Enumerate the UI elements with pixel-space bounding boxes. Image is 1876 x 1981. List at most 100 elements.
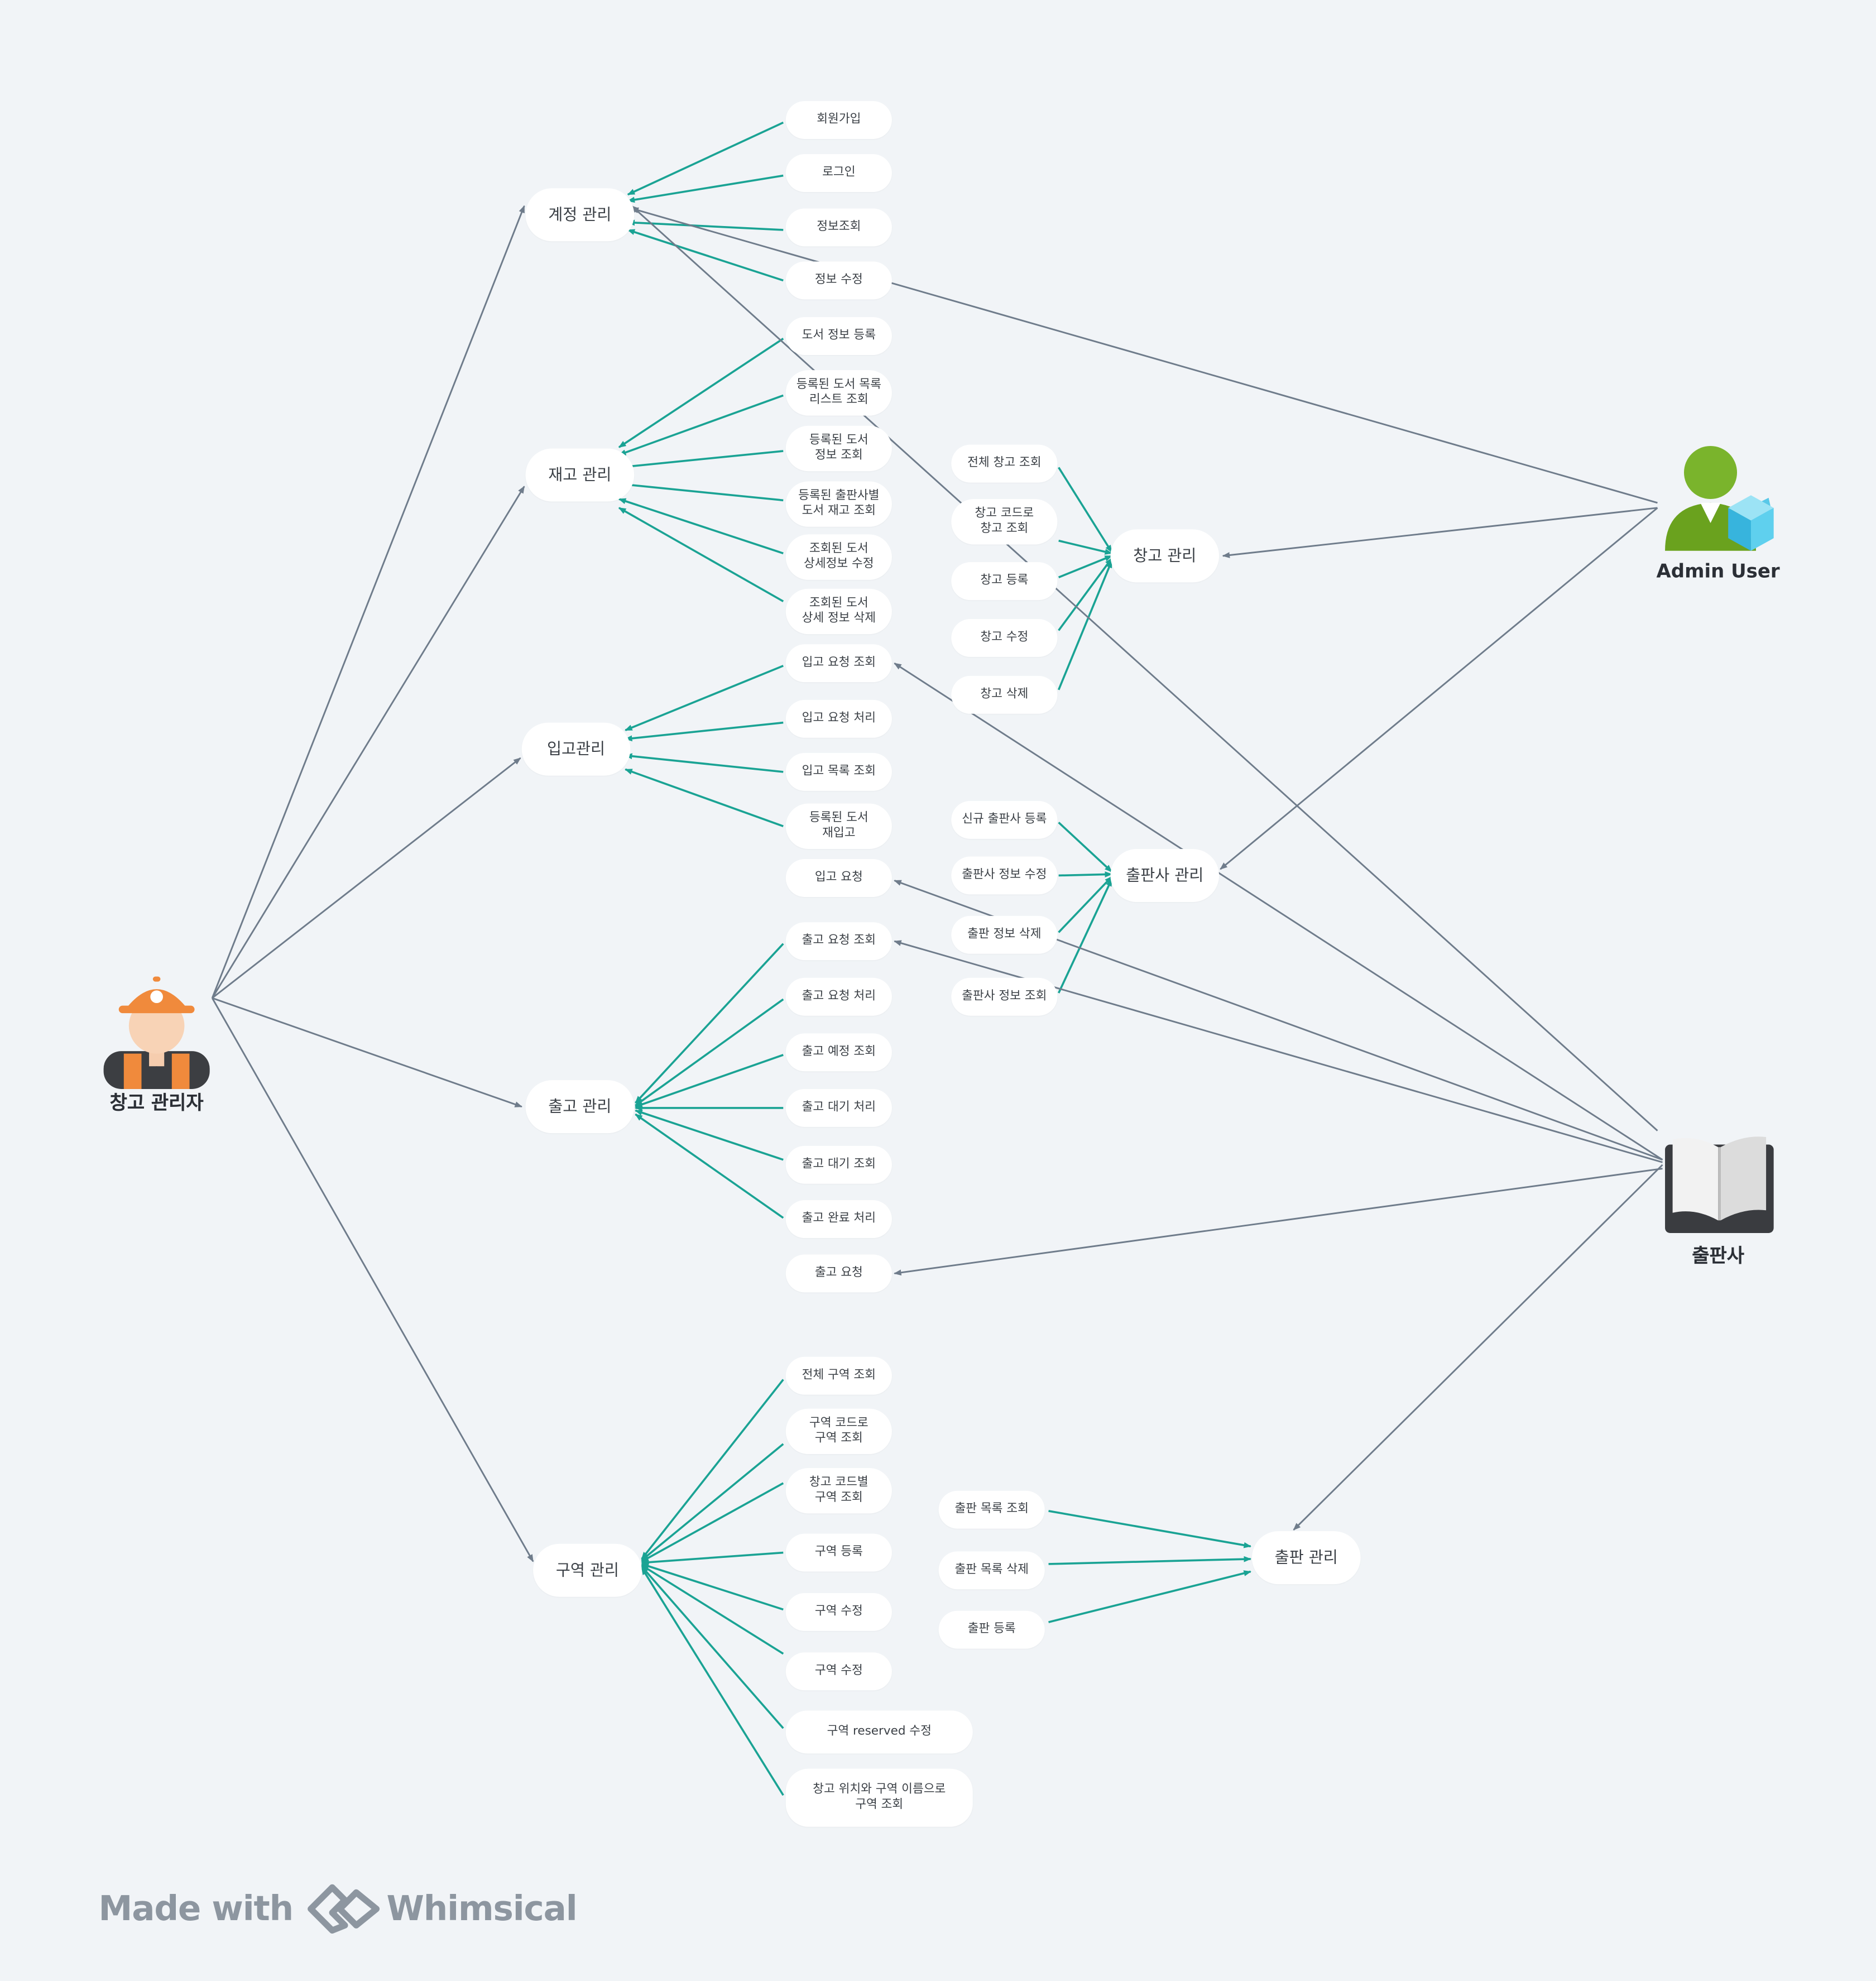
edge-warehouse-2	[1058, 539, 1113, 555]
warehouse-worker-icon	[103, 976, 210, 1089]
edge-inventory-3	[618, 450, 784, 470]
outbound-request[interactable]: 출고 요청	[785, 1254, 892, 1293]
inventory-item-1[interactable]: 도서 정보 등록	[785, 317, 892, 355]
group-inbound[interactable]: 입고관리	[521, 722, 631, 776]
edge-zone-8	[641, 1567, 784, 1796]
edge-admin-account	[631, 207, 1658, 504]
outbound-item-4[interactable]: 출고 대기 처리	[785, 1088, 892, 1127]
group-warehouse[interactable]: 창고 관리	[1110, 529, 1220, 583]
admin-user-icon	[1665, 445, 1774, 551]
edge-publishing-2	[1048, 1556, 1252, 1565]
edge-warehouse-1	[1058, 467, 1113, 553]
actor-publisher: 출판사	[1692, 1244, 1744, 1268]
edge-manager-account	[211, 205, 525, 999]
account-item-3[interactable]: 정보조회	[785, 208, 892, 247]
inventory-item-3[interactable]: 등록된 도서 정보 조회	[785, 425, 892, 472]
publisher-item-4[interactable]: 출판사 정보 조회	[951, 977, 1058, 1016]
edge-publisher-4	[1058, 879, 1113, 994]
group-account[interactable]: 계정 관리	[525, 188, 635, 242]
edge-manager-zone	[211, 997, 534, 1562]
edge-inventory-1	[618, 338, 784, 448]
outbound-item-2[interactable]: 출고 요청 처리	[785, 977, 892, 1016]
edge-inbound-1	[625, 665, 784, 731]
edge-outbound-3	[635, 1054, 784, 1108]
inventory-item-5[interactable]: 조회된 도서 상세정보 수정	[785, 534, 892, 580]
edge-manager-inbound	[212, 757, 521, 999]
outbound-item-6[interactable]: 출고 완료 처리	[785, 1200, 892, 1239]
publishing-item-3[interactable]: 출판 등록	[938, 1610, 1045, 1649]
edge-zone-7	[641, 1566, 784, 1729]
edge-publisher-inbound-query	[894, 662, 1663, 1160]
edge-admin-publisher	[1220, 507, 1658, 870]
zone-item-2[interactable]: 구역 코드로 구역 조회	[785, 1408, 892, 1455]
edge-inventory-5	[618, 498, 784, 555]
zone-item-7[interactable]: 구역 reserved 수정	[785, 1710, 973, 1754]
whimsical-brand-text: Whimsical	[386, 1889, 577, 1929]
account-item-2[interactable]: 로그인	[785, 154, 892, 193]
edge-outbound-6	[635, 1113, 784, 1219]
edge-zone-6	[641, 1564, 784, 1655]
zone-item-3[interactable]: 창고 코드별 구역 조회	[785, 1467, 892, 1514]
zone-item-5[interactable]: 구역 수정	[785, 1593, 892, 1631]
edge-inventory-2	[618, 394, 784, 456]
inbound-item-4[interactable]: 등록된 도서 재입고	[785, 803, 892, 849]
edge-publisher-account	[631, 205, 1658, 1131]
whimsical-logo-icon	[308, 1884, 380, 1934]
publisher-item-1[interactable]: 신규 출판사 등록	[951, 800, 1058, 839]
outbound-item-1[interactable]: 출고 요청 조회	[785, 922, 892, 961]
zone-item-4[interactable]: 구역 등록	[785, 1533, 892, 1572]
edge-inbound-4	[625, 768, 784, 827]
edge-account-4	[627, 229, 784, 282]
edge-outbound-1	[635, 943, 784, 1104]
edge-manager-inventory	[211, 486, 525, 999]
edge-publishing-1	[1048, 1510, 1252, 1548]
outbound-item-5[interactable]: 출고 대기 조회	[785, 1145, 892, 1184]
account-item-4[interactable]: 정보 수정	[785, 261, 892, 300]
publisher-item-2[interactable]: 출판사 정보 수정	[951, 856, 1058, 895]
open-book-icon	[1665, 1136, 1774, 1233]
edge-inbound-3	[624, 753, 784, 773]
edge-warehouse-5	[1057, 560, 1113, 690]
warehouse-item-2[interactable]: 창고 코드로 창고 조회	[951, 499, 1058, 545]
edge-warehouse-4	[1058, 558, 1113, 631]
edge-publisher-3	[1058, 876, 1113, 933]
inbound-item-3[interactable]: 입고 목록 조회	[785, 752, 892, 791]
edge-inventory-4	[618, 481, 784, 502]
made-with-text: Made with	[98, 1889, 294, 1929]
inbound-item-2[interactable]: 입고 요청 처리	[785, 699, 892, 738]
group-publisher[interactable]: 출판사 관리	[1110, 848, 1220, 902]
inbound-item-1[interactable]: 입고 요청 조회	[785, 644, 892, 683]
edge-zone-2	[641, 1443, 784, 1561]
inventory-item-4[interactable]: 등록된 출판사별 도서 재고 조회	[785, 481, 892, 527]
zone-item-1[interactable]: 전체 구역 조회	[785, 1356, 892, 1395]
inventory-item-2[interactable]: 등록된 도서 목록 리스트 조회	[785, 370, 892, 416]
warehouse-item-3[interactable]: 창고 등록	[951, 562, 1058, 601]
edge-zone-1	[641, 1379, 784, 1560]
warehouse-item-5[interactable]: 창고 삭제	[951, 675, 1058, 714]
inventory-item-6[interactable]: 조회된 도서 상세 정보 삭제	[785, 588, 892, 635]
edge-publisher-1	[1058, 822, 1112, 873]
edge-inbound-2	[624, 721, 784, 742]
edge-publisher-outbound-request	[894, 1168, 1663, 1276]
outbound-item-3[interactable]: 출고 예정 조회	[785, 1033, 892, 1072]
warehouse-item-1[interactable]: 전체 창고 조회	[951, 444, 1058, 483]
edge-manager-outbound	[212, 997, 523, 1108]
group-zone[interactable]: 구역 관리	[533, 1543, 642, 1597]
publisher-item-3[interactable]: 출판 정보 삭제	[951, 915, 1058, 954]
publishing-item-1[interactable]: 출판 목록 조회	[938, 1490, 1045, 1529]
account-item-1[interactable]: 회원가입	[785, 101, 892, 139]
edge-zone-3	[641, 1482, 784, 1563]
zone-item-8[interactable]: 창고 위치와 구역 이름으로 구역 조회	[785, 1768, 973, 1827]
inbound-request[interactable]: 입고 요청	[785, 859, 892, 897]
publishing-item-2[interactable]: 출판 목록 삭제	[938, 1551, 1045, 1590]
edge-publishing-3	[1048, 1570, 1251, 1623]
edge-publisher-2	[1058, 871, 1113, 877]
edge-zone-4	[641, 1551, 784, 1566]
edge-outbound-2	[635, 998, 784, 1106]
group-publishing[interactable]: 출판 관리	[1251, 1531, 1361, 1585]
edge-account-2	[627, 174, 784, 203]
group-inventory[interactable]: 재고 관리	[525, 448, 635, 502]
zone-item-6[interactable]: 구역 수정	[785, 1652, 892, 1691]
group-outbound[interactable]: 출고 관리	[525, 1080, 635, 1134]
warehouse-item-4[interactable]: 창고 수정	[951, 619, 1058, 657]
